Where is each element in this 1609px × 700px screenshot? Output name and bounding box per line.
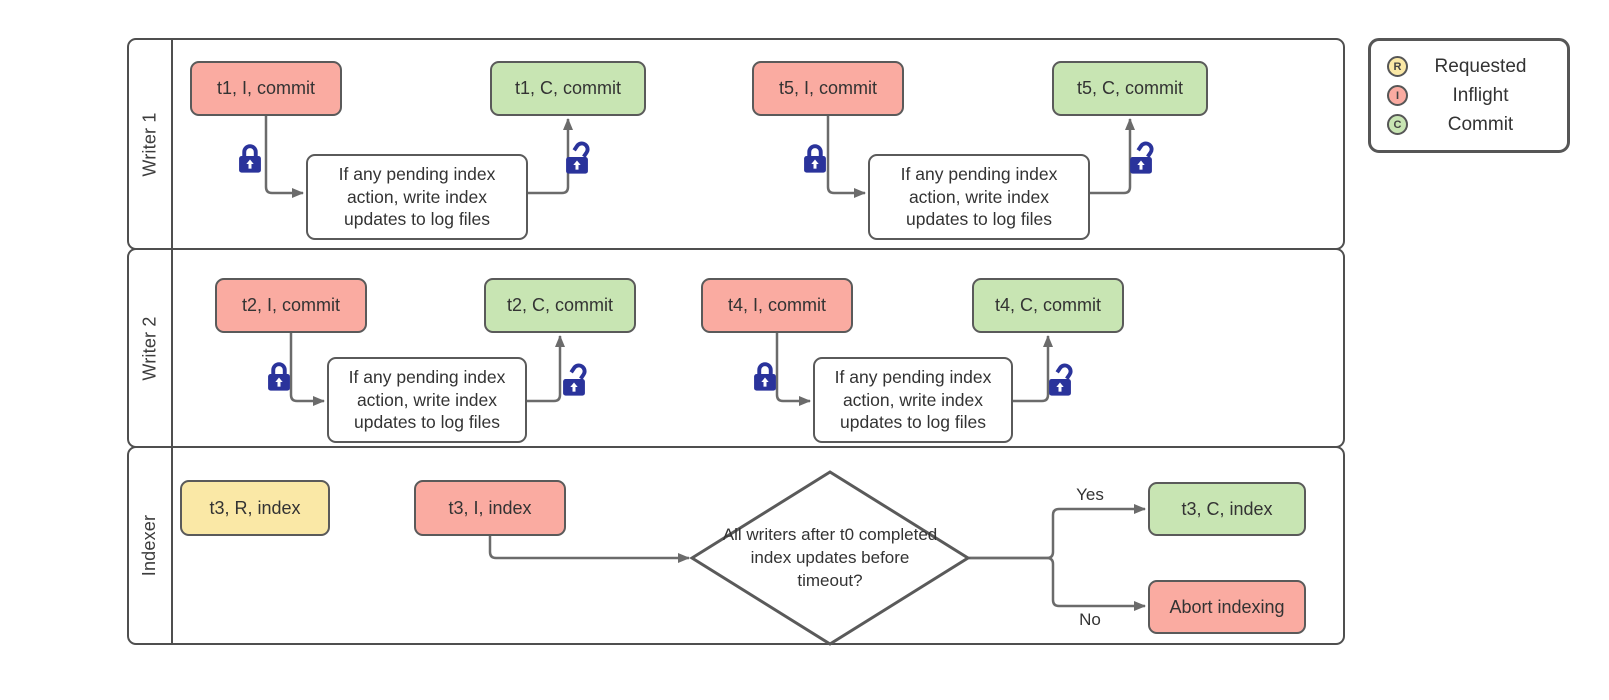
node-t5-inflight-commit: t5, I, commit bbox=[752, 61, 904, 116]
lane-header-writer-1: Writer 1 bbox=[129, 40, 173, 248]
node-t1-inflight-commit: t1, I, commit bbox=[190, 61, 342, 116]
node-t4-commit-commit: t4, C, commit bbox=[972, 278, 1124, 333]
decision-node-label: All writers after t0 completed index upd… bbox=[722, 525, 938, 590]
node-t3-inflight-index: t3, I, index bbox=[414, 480, 566, 536]
legend-label: Requested bbox=[1434, 55, 1527, 77]
requested-state-icon: R bbox=[1387, 56, 1408, 77]
yes-branch-label: Yes bbox=[1076, 485, 1104, 504]
node-abort-indexing: Abort indexing bbox=[1148, 580, 1306, 634]
legend-label: Commit bbox=[1447, 113, 1514, 135]
node-t3-requested-index: t3, R, index bbox=[180, 480, 330, 536]
legend-item-commit: C Commit bbox=[1387, 113, 1553, 137]
node-t5-commit-commit: t5, C, commit bbox=[1052, 61, 1208, 116]
no-branch-label: No bbox=[1079, 610, 1101, 629]
commit-state-icon: C bbox=[1387, 114, 1408, 135]
lane-label: Indexer bbox=[139, 514, 160, 577]
process-node-write-index-updates: If any pending index action, write index… bbox=[813, 357, 1013, 443]
inflight-state-icon: I bbox=[1387, 85, 1408, 106]
node-t1-commit-commit: t1, C, commit bbox=[490, 61, 646, 116]
legend: R Requested I Inflight C Commit bbox=[1368, 38, 1570, 153]
lane-header-writer-2: Writer 2 bbox=[129, 250, 173, 446]
legend-item-requested: R Requested bbox=[1387, 55, 1553, 79]
node-t2-commit-commit: t2, C, commit bbox=[484, 278, 636, 333]
lane-label: Writer 2 bbox=[139, 315, 160, 381]
node-t4-inflight-commit: t4, I, commit bbox=[701, 278, 853, 333]
process-node-write-index-updates: If any pending index action, write index… bbox=[327, 357, 527, 443]
legend-item-inflight: I Inflight bbox=[1387, 84, 1553, 108]
node-t3-commit-index: t3, C, index bbox=[1148, 482, 1306, 536]
lane-header-indexer: Indexer bbox=[129, 448, 173, 643]
process-node-write-index-updates: If any pending index action, write index… bbox=[868, 154, 1090, 240]
lane-label: Writer 1 bbox=[139, 111, 160, 177]
legend-label: Inflight bbox=[1452, 84, 1509, 106]
node-t2-inflight-commit: t2, I, commit bbox=[215, 278, 367, 333]
process-node-write-index-updates: If any pending index action, write index… bbox=[306, 154, 528, 240]
